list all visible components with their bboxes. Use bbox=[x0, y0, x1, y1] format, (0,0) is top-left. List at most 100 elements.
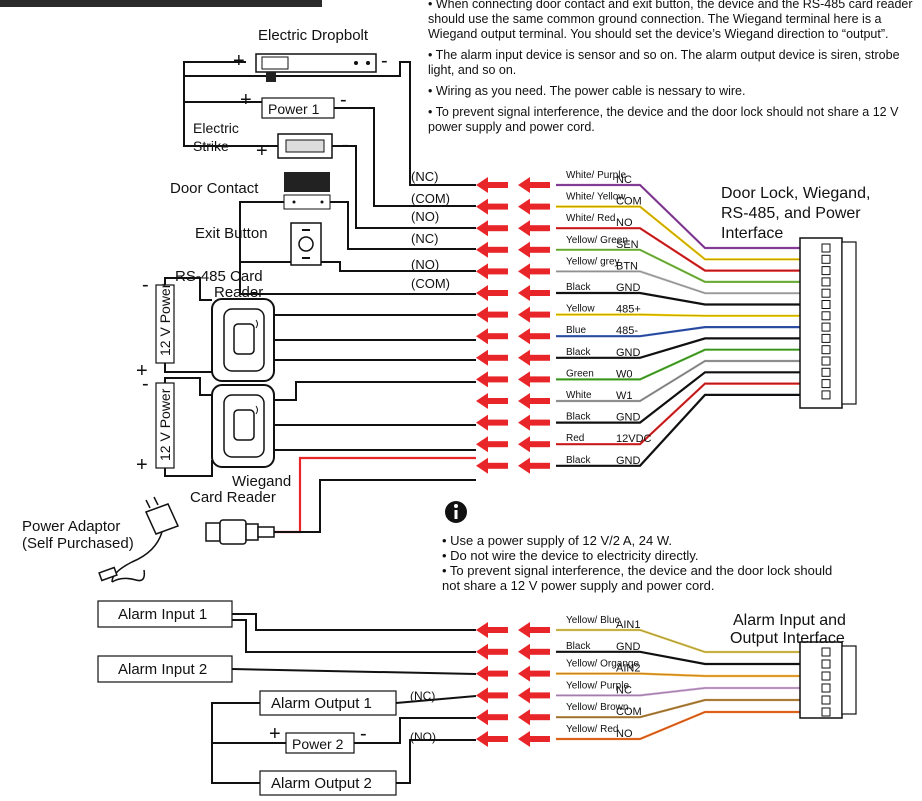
wire-12va-plus bbox=[164, 363, 212, 373]
door-contact-icon bbox=[283, 172, 331, 210]
electric-dropbolt-label: Electric Dropbolt bbox=[258, 27, 369, 44]
main-color-label-6: Yellow bbox=[566, 304, 595, 315]
main-wire-outline-9 bbox=[556, 349, 800, 380]
wire-ain1 bbox=[232, 613, 476, 631]
power-12v-a-plus: + bbox=[136, 360, 148, 382]
main-pin-label-6: 485+ bbox=[616, 304, 641, 316]
main-pin-label-10: W1 bbox=[616, 390, 633, 402]
main-color-label-3: Yellow/ Green bbox=[566, 235, 628, 246]
alarm-output-2-label: Alarm Output 2 bbox=[271, 775, 372, 792]
main-wire-4 bbox=[556, 270, 800, 295]
main-pin-label-11: GND bbox=[616, 412, 641, 424]
alarm-wire-outline-0 bbox=[556, 629, 800, 653]
power-adaptor-icon bbox=[98, 496, 180, 583]
main-pin-label-12: 12VDC bbox=[616, 433, 652, 445]
main-pin-3 bbox=[821, 277, 831, 287]
electric-strike-label-2: Strike bbox=[193, 138, 229, 154]
main-color-label-11: Black bbox=[566, 412, 591, 423]
main-wire-outline-5 bbox=[556, 292, 800, 305]
main-wire-outline-7 bbox=[556, 326, 800, 337]
main-pin-label-0: NC bbox=[616, 174, 632, 186]
wire-strike-no bbox=[332, 145, 476, 229]
wiegand-reader-label-2: Card Reader bbox=[190, 489, 276, 506]
electric-strike-icon bbox=[277, 133, 333, 159]
alarm-pin-3 bbox=[821, 683, 831, 693]
main-wire-7 bbox=[556, 326, 800, 338]
power-12v-b-box bbox=[155, 382, 175, 469]
main-pin-label-4: BTN bbox=[616, 260, 638, 272]
info-note-3: • To prevent signal interference, the de… bbox=[442, 563, 832, 578]
power-12v-a-box bbox=[155, 284, 175, 364]
main-wire-9 bbox=[556, 348, 800, 381]
wire-w0 bbox=[274, 381, 476, 401]
main-wire-outline-11 bbox=[556, 372, 800, 423]
main-pin-12 bbox=[821, 379, 831, 389]
main-wire-5 bbox=[556, 291, 800, 306]
main-wire-outline-4 bbox=[556, 271, 800, 294]
alarm-pin-2 bbox=[821, 671, 831, 681]
alarm-wire-0 bbox=[556, 628, 800, 654]
main-wire-outline-2 bbox=[556, 227, 800, 271]
alarm-pin-label-1: GND bbox=[616, 641, 641, 653]
wire-ain2 bbox=[231, 668, 477, 675]
alarm-arrow-0 bbox=[476, 622, 550, 638]
alarm-pin-label-0: AIN1 bbox=[616, 619, 640, 631]
alarm-wire-3 bbox=[556, 686, 800, 697]
alarm-input-1-box bbox=[97, 600, 233, 628]
main-color-label-2: White/ Red bbox=[566, 213, 615, 224]
power1-plus: + bbox=[240, 89, 252, 111]
info-icon bbox=[445, 501, 467, 523]
main-arrow-12 bbox=[476, 436, 550, 453]
main-interface-connector bbox=[799, 237, 857, 409]
alarm-color-label-1: Black bbox=[566, 641, 591, 652]
wire-door-com bbox=[239, 201, 476, 295]
main-wire-2 bbox=[556, 227, 800, 272]
alarm-input-2-box bbox=[97, 655, 233, 683]
alarm-interface-title-2: Output Interface bbox=[730, 630, 845, 647]
main-pin-7 bbox=[821, 322, 831, 332]
main-pin-10 bbox=[821, 356, 831, 366]
wire-tag-no-2: (NO) bbox=[411, 257, 439, 272]
alarm-arrow-2 bbox=[476, 665, 550, 682]
main-wire-12 bbox=[556, 382, 800, 446]
exit-button-label: Exit Button bbox=[195, 225, 268, 242]
main-wire-outline-0 bbox=[556, 184, 800, 249]
alarm-arrow-5 bbox=[476, 731, 550, 747]
note-common-ground: • When connecting door contact and exit … bbox=[428, 0, 913, 41]
power1-minus: - bbox=[340, 89, 347, 111]
alarm-output-1-label: Alarm Output 1 bbox=[271, 695, 372, 712]
wire-exit-no bbox=[321, 261, 476, 272]
alarm-arrow-3 bbox=[476, 687, 550, 704]
info-note-1: • Use a power supply of 12 V/2 A, 24 W. bbox=[442, 533, 672, 548]
top-notes: • When connecting door contact and exit … bbox=[428, 0, 918, 141]
door-contact-label: Door Contact bbox=[170, 180, 259, 197]
wire-12vdc bbox=[274, 456, 476, 534]
dc-plug-icon bbox=[205, 519, 275, 545]
wire-tag-nc: (NC) bbox=[411, 169, 438, 184]
main-interface-title-2: RS-485, and Power bbox=[721, 205, 861, 222]
wire-12va-minus bbox=[164, 277, 212, 301]
alarm-pin-0 bbox=[821, 647, 831, 657]
power2-label: Power 2 bbox=[292, 736, 344, 752]
main-pin-1 bbox=[821, 254, 831, 264]
main-wire-outline-6 bbox=[556, 314, 800, 317]
main-color-label-10: White bbox=[566, 390, 592, 401]
alarm-tag-no: (NO) bbox=[410, 730, 436, 744]
strike-plus: + bbox=[256, 140, 268, 162]
alarm-wire-outline-1 bbox=[556, 651, 800, 665]
main-arrow-2 bbox=[476, 220, 550, 237]
power2-minus: - bbox=[360, 723, 367, 745]
alarm-color-label-3: Yellow/ Purple bbox=[566, 680, 629, 691]
main-pin-label-7: 485- bbox=[616, 325, 638, 337]
wire-door-nc bbox=[330, 201, 476, 250]
alarm-tag-nc: (NC) bbox=[410, 689, 435, 703]
alarm-wire-4 bbox=[556, 698, 800, 719]
alarm-wire-outline-2 bbox=[556, 673, 800, 677]
main-color-label-0: White/ Purple bbox=[566, 170, 626, 181]
power2-plus: + bbox=[269, 723, 281, 745]
note-wiring: • Wiring as you need. The power cable is… bbox=[428, 84, 746, 98]
alarm-color-label-4: Yellow/ Brown bbox=[566, 702, 628, 713]
power-12v-a-label: 12 V Power bbox=[157, 283, 173, 356]
main-pin-label-3: SEN bbox=[616, 239, 639, 251]
